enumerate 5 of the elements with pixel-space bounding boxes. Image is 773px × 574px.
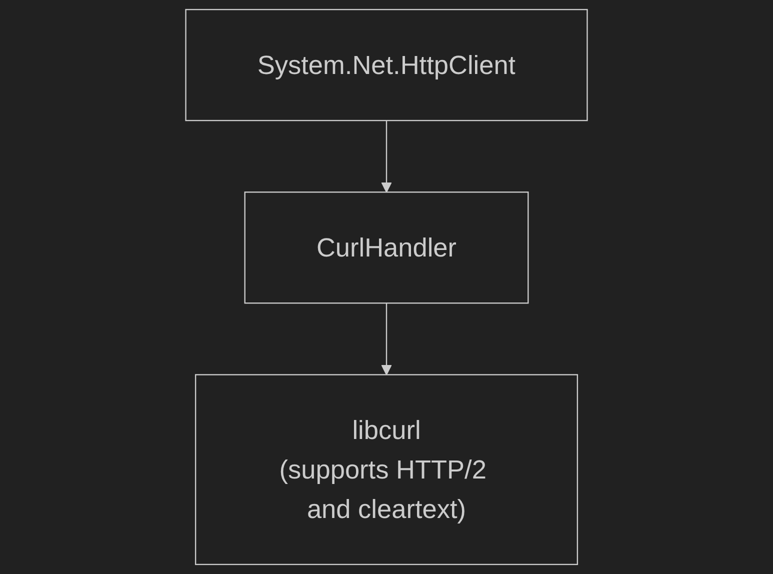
node-box: libcurl (supports HTTP/2 and cleartext) — [194, 374, 578, 566]
arrow — [381, 303, 392, 376]
node-box: System.Net.HttpClient — [185, 8, 588, 122]
node-box: CurlHandler — [244, 192, 529, 304]
arrow — [381, 120, 392, 193]
